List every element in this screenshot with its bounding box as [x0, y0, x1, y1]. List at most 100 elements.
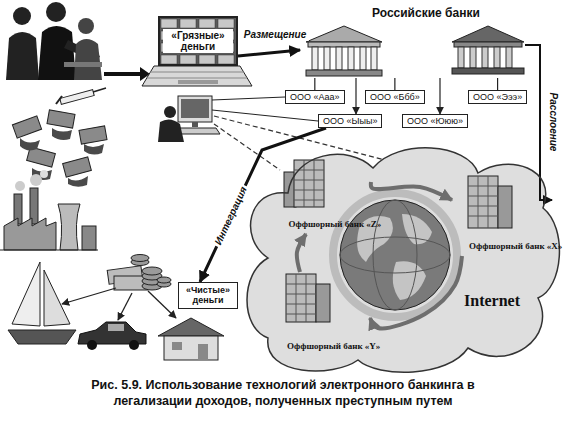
- hand: [52, 128, 72, 140]
- flow-arrow: [104, 67, 150, 81]
- bank-building: [306, 26, 524, 76]
- house: [158, 318, 224, 360]
- office-tower: [294, 160, 324, 207]
- laptop: [158, 16, 238, 66]
- purchase-arrow: [148, 291, 176, 318]
- coin-stack: [142, 267, 162, 275]
- hand: [20, 138, 40, 150]
- banknote: [79, 126, 107, 144]
- computer-operator: [178, 96, 212, 122]
- node-text: Оффшорный банк «Y»: [287, 342, 353, 352]
- node-text: ООО «Эээ»: [473, 92, 522, 102]
- syringe: [56, 96, 62, 104]
- hand: [84, 144, 104, 155]
- edge-label: Размещение: [242, 29, 309, 41]
- people-silhouettes: [74, 39, 102, 80]
- computer-operator: [158, 96, 220, 142]
- car: [129, 340, 139, 350]
- company-box: ООО «Эээ»: [468, 90, 527, 104]
- car: [87, 340, 97, 350]
- bank-building: [324, 47, 330, 70]
- laptop: [178, 80, 218, 84]
- banknote: [218, 55, 234, 64]
- computer-operator: [158, 119, 184, 142]
- car: [78, 322, 146, 350]
- office-tower: [286, 304, 316, 305]
- office-tower: [294, 180, 324, 181]
- office-tower: [294, 190, 324, 191]
- people-silhouettes: [6, 2, 102, 80]
- purchase-arrow: [62, 288, 176, 320]
- yacht: [8, 330, 76, 344]
- house: [198, 344, 208, 360]
- internet-cloud: InternetОффшорный банк «Z»Оффшорный банк…: [238, 138, 562, 368]
- bank-building: [312, 47, 318, 70]
- bank-building: [371, 47, 377, 70]
- node-text: Оффшорный банк «X»: [469, 242, 535, 252]
- office-tower: [468, 176, 498, 228]
- people-silhouettes: [6, 32, 39, 80]
- office-tower: [296, 274, 297, 322]
- office-tower: [286, 274, 316, 322]
- globe: [333, 193, 457, 317]
- factory: [15, 181, 25, 191]
- banknote: [63, 157, 92, 177]
- node-text: ООО «Ююю»: [407, 116, 463, 126]
- node-text: «Грязные» деньги: [163, 29, 233, 53]
- company-box: ООО «Ааа»: [285, 90, 345, 104]
- banknote: [47, 110, 75, 128]
- connector: [371, 182, 452, 200]
- figure-caption: Рис. 5.9. Использование технологий элект…: [63, 378, 503, 409]
- factory: [0, 250, 98, 251]
- computer-operator: [164, 106, 176, 118]
- connector: [370, 256, 462, 329]
- money-pile: [107, 255, 171, 291]
- cloud-fill: [247, 148, 559, 372]
- globe: [402, 214, 432, 244]
- bank-building: [308, 42, 380, 47]
- banknote: [180, 55, 196, 64]
- office-tower: [468, 196, 498, 197]
- company-box: ООО «Ббб»: [365, 90, 425, 104]
- connector: [497, 78, 498, 90]
- bank-building: [458, 47, 512, 68]
- banknote: [161, 19, 177, 28]
- edge-label: Интеграция: [211, 183, 250, 249]
- edge-label: Расслоение: [547, 91, 559, 154]
- purchase-arrow: [118, 293, 132, 320]
- office-tower: [468, 176, 498, 228]
- laptop: [150, 72, 244, 73]
- office-tower: [316, 284, 330, 322]
- node-text: Российские банки: [372, 6, 525, 20]
- bank-building: [312, 47, 377, 70]
- hand: [68, 176, 88, 187]
- banknote: [199, 19, 215, 28]
- connector: [297, 234, 306, 272]
- office-tower: [468, 206, 498, 207]
- house: [164, 336, 218, 360]
- globe: [333, 193, 457, 317]
- house: [172, 342, 182, 350]
- globe: [340, 200, 450, 310]
- office-tower: [498, 186, 512, 228]
- banknote: [161, 55, 177, 64]
- connector: [200, 128, 326, 282]
- laptop: [142, 16, 252, 86]
- house: [158, 318, 224, 336]
- company-box: ООО «Ыыы»: [318, 114, 382, 128]
- office-tower: [286, 284, 316, 285]
- cloud-outline: [238, 138, 562, 368]
- banknote: [161, 19, 234, 64]
- laptop: [147, 78, 247, 79]
- cloud-outline: [247, 148, 559, 372]
- bank-building: [306, 26, 382, 42]
- offshore-bank: Оффшорный банк «Z»: [272, 156, 371, 234]
- banknote: [180, 19, 196, 28]
- money-hands: [12, 110, 107, 187]
- connector: [439, 78, 440, 114]
- yacht: [8, 262, 76, 344]
- node-text: ООО «Ааа»: [290, 92, 340, 102]
- factory: [4, 218, 56, 250]
